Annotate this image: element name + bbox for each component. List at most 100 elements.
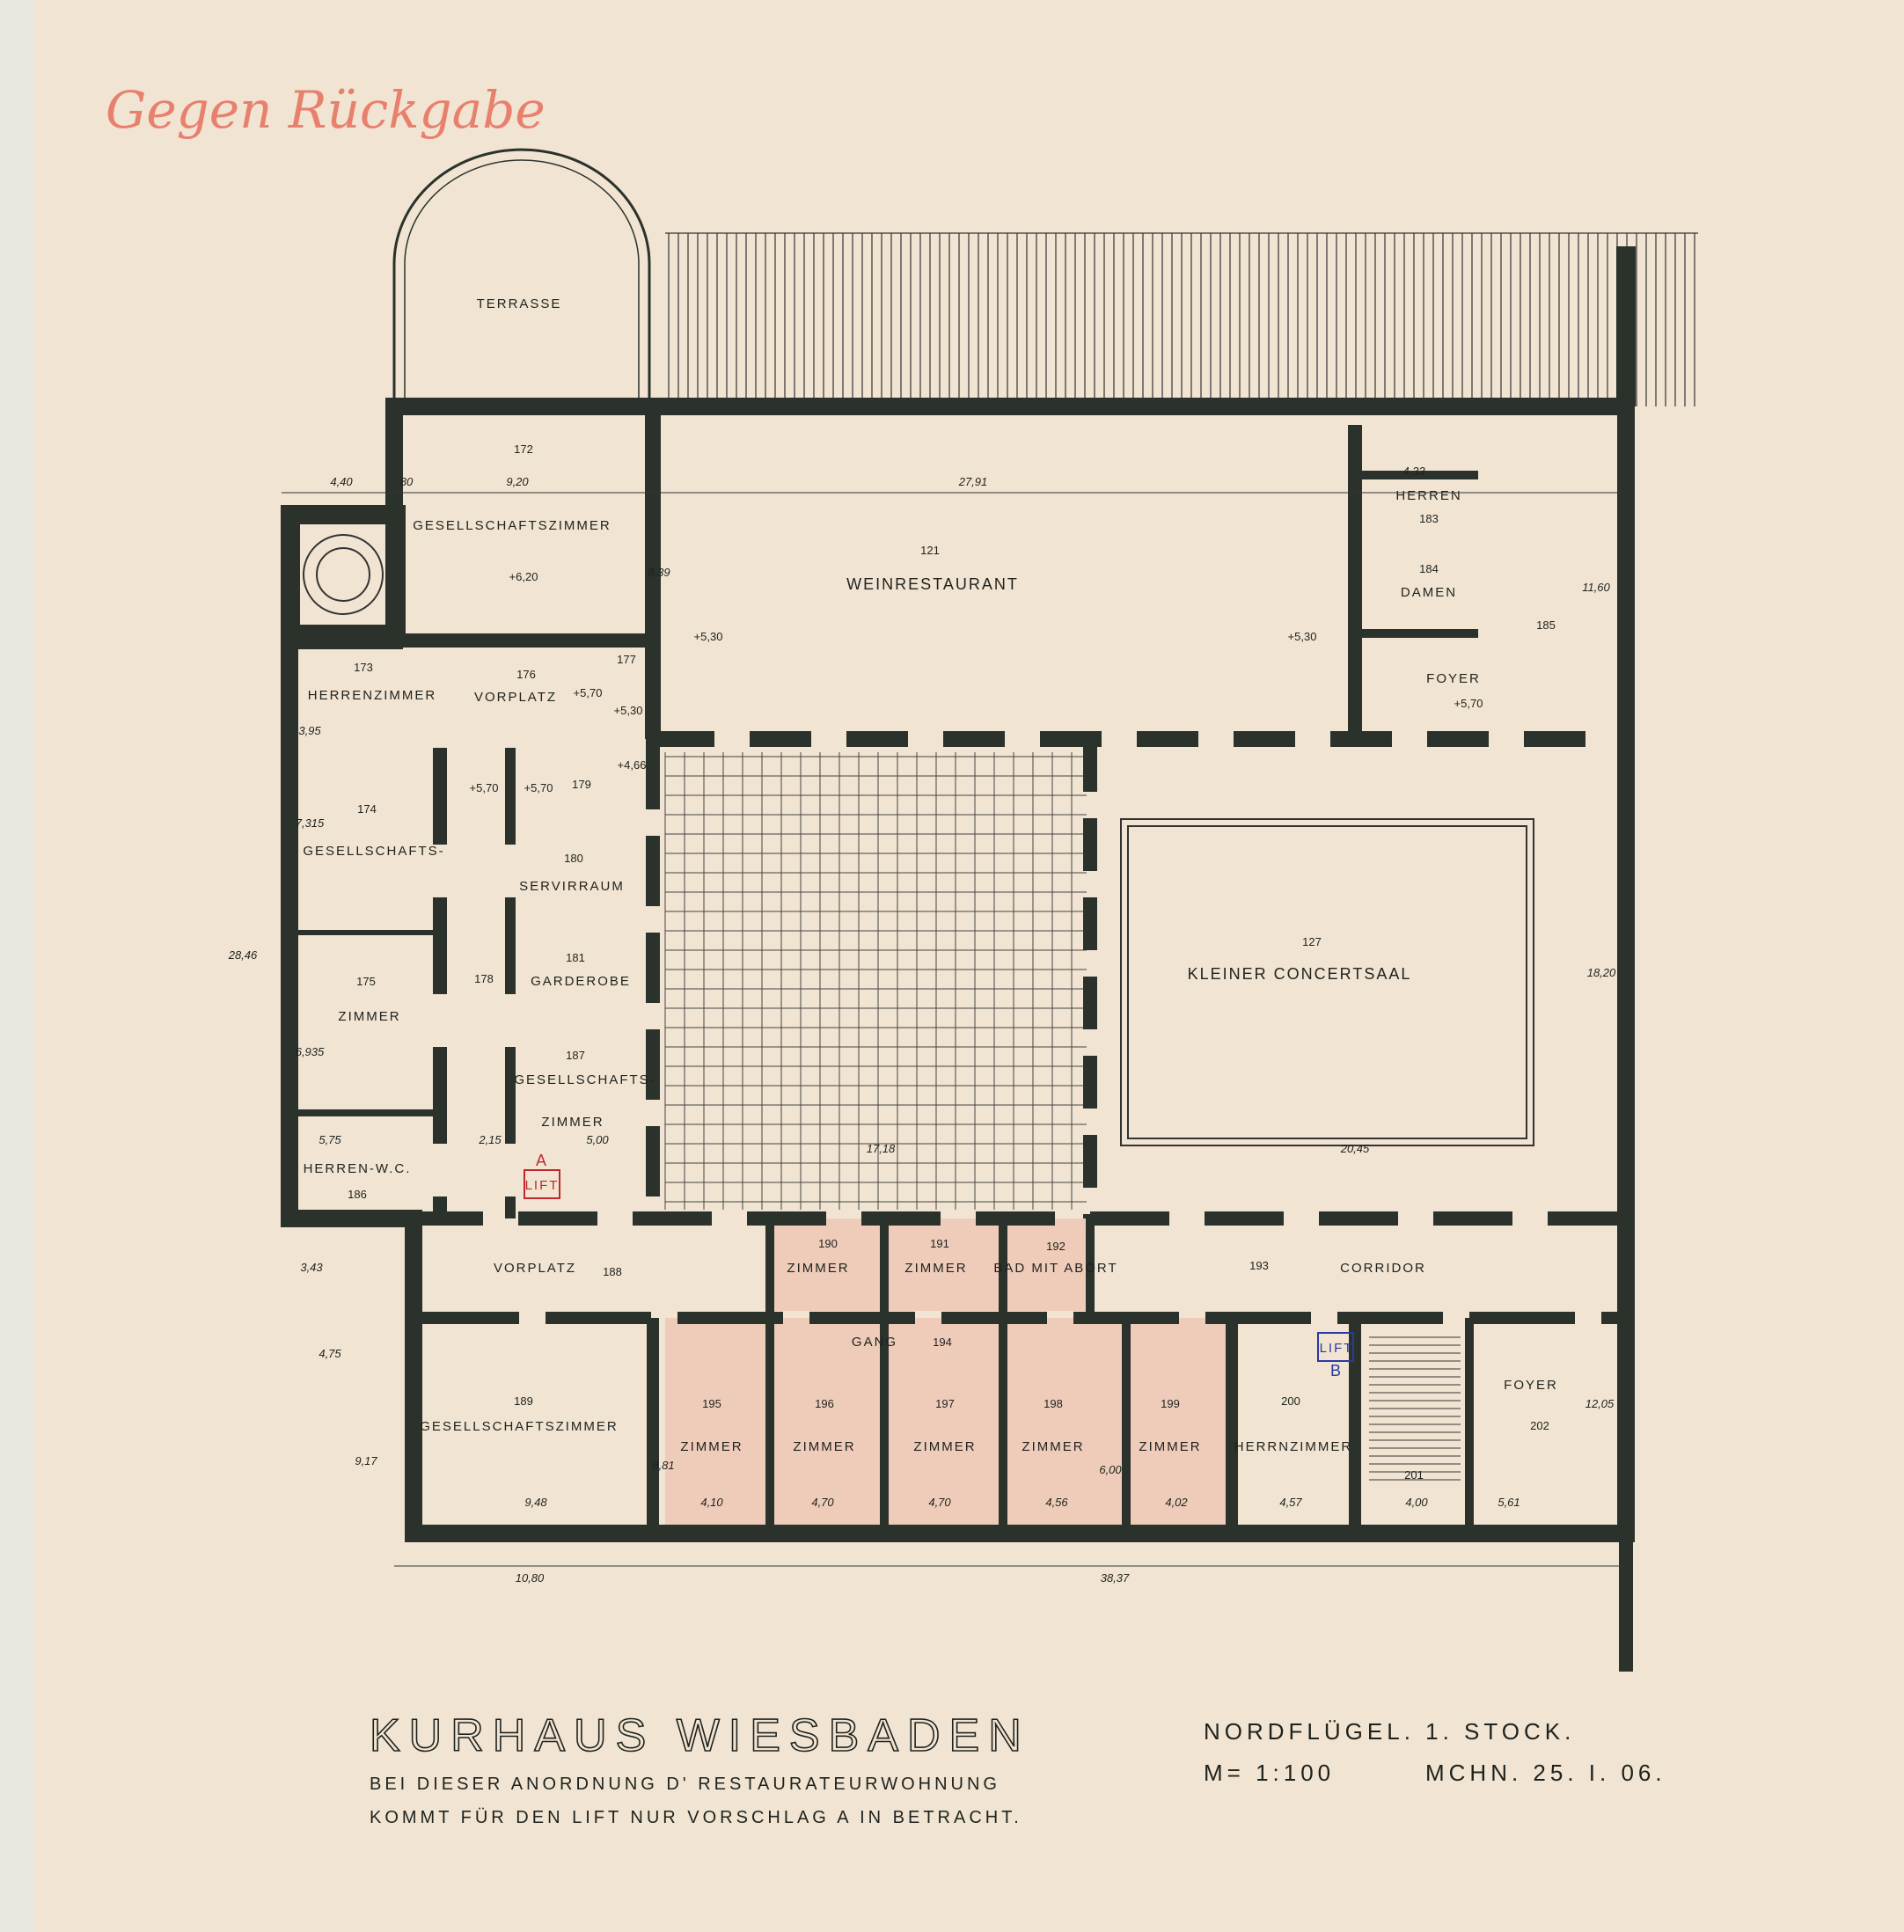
dimension: 6,935	[296, 1045, 325, 1058]
dimension: 8,39	[648, 566, 670, 579]
room-number: 121	[920, 544, 940, 557]
room-number: 180	[564, 852, 583, 865]
walls	[281, 246, 1636, 1672]
room-level: +5,70	[470, 781, 499, 794]
stairs-b	[1369, 1336, 1461, 1481]
room-number: 199	[1161, 1397, 1180, 1410]
drawing-title: KURHAUS WIESBADEN	[370, 1710, 1030, 1761]
dimension: 3,43	[300, 1261, 323, 1274]
room-number: 201	[1404, 1468, 1424, 1482]
dimension: 4,70	[928, 1496, 951, 1509]
room-number: 190	[818, 1237, 838, 1250]
room-number: 192	[1046, 1240, 1066, 1253]
dimension: 8,81	[652, 1459, 674, 1472]
room-number: 194	[933, 1336, 952, 1349]
room-level: +5,70	[574, 686, 603, 699]
room-number: 193	[1249, 1259, 1269, 1272]
dimension: 11,60	[1582, 581, 1610, 594]
dimension: 9,20	[506, 475, 529, 488]
room-name: ZIMMER	[541, 1115, 604, 1130]
room-name: HERRNZIMMER	[1234, 1439, 1353, 1454]
room-name: GARDEROBE	[531, 974, 631, 989]
room-number: 173	[354, 661, 373, 674]
lift-a-label: LIFT	[525, 1178, 560, 1193]
room-number: 176	[516, 668, 536, 681]
room-level: +4,66	[618, 758, 647, 772]
room-name: GANG	[852, 1335, 897, 1350]
room-number: 175	[356, 975, 376, 988]
room-number: 197	[935, 1397, 955, 1410]
room-name: VORPLATZ	[494, 1261, 576, 1276]
room-level: +5,70	[524, 781, 553, 794]
room-number: 198	[1044, 1397, 1063, 1410]
room-name: DAMEN	[1401, 585, 1457, 600]
room-number: 191	[930, 1237, 949, 1250]
lift-b-label: LIFT	[1320, 1341, 1354, 1356]
handwritten-note: Gegen Rückgabe	[106, 80, 546, 140]
room-number: 195	[702, 1397, 721, 1410]
dimension: 3,95	[298, 724, 321, 737]
lift-a-mark: A	[536, 1152, 548, 1169]
room-name: VORPLATZ	[474, 690, 557, 705]
room-name: BAD MIT ABORT	[993, 1261, 1117, 1276]
roof-hatching	[665, 232, 1698, 406]
dimension: 6,00	[1099, 1463, 1122, 1476]
room-name: SERVIRRAUM	[519, 879, 625, 894]
dimension: 2,15	[478, 1133, 502, 1146]
room-number: 184	[1419, 562, 1439, 575]
room-name: HERRENZIMMER	[308, 688, 437, 703]
dimension: 80	[400, 475, 414, 488]
dimension: 18,20	[1587, 966, 1616, 979]
room-name: ZIMMER	[913, 1439, 976, 1454]
dimension: 10,80	[516, 1571, 545, 1584]
note-line-2: KOMMT FÜR DEN LIFT NUR VORSCHLAG A IN BE…	[370, 1808, 1022, 1827]
room-name: FOYER	[1426, 671, 1481, 686]
room-name: WEINRESTAURANT	[846, 575, 1019, 593]
room-name: GESELLSCHAFTSZIMMER	[420, 1419, 619, 1434]
dimension: 4,57	[1279, 1496, 1302, 1509]
room-name: FOYER	[1504, 1378, 1558, 1393]
room-level: +5,70	[1454, 697, 1483, 710]
room-name: GESELLSCHAFTS-	[514, 1072, 655, 1087]
terrace	[392, 148, 651, 406]
note-line-1: BEI DIESER ANORDNUNG D' RESTAURATEURWOHN…	[370, 1775, 1000, 1794]
dimension-labels: 4,40 80 9,20 8,39 27,91 4,33 11,60 3,95 …	[228, 465, 1626, 1584]
room-number: 189	[514, 1394, 533, 1408]
dimension: 4,00	[1405, 1496, 1428, 1509]
room-number: 185	[1536, 618, 1556, 632]
room-level: +5,30	[694, 630, 723, 643]
room-name: GESELLSCHAFTSZIMMER	[413, 518, 611, 533]
room-labels: TERRASSE 172 GESELLSCHAFTSZIMMER +6,20 1…	[303, 296, 1558, 1482]
room-number: 188	[603, 1265, 622, 1278]
room-name: ZIMMER	[338, 1009, 400, 1024]
dimension: 4,40	[330, 475, 353, 488]
room-level: +5,30	[614, 704, 643, 717]
lift-a-box	[524, 1169, 560, 1199]
dimension: 17,18	[867, 1142, 896, 1155]
room-number: 127	[1302, 935, 1322, 948]
dimension: 4,33	[1402, 465, 1425, 478]
dimension: 4,56	[1045, 1496, 1068, 1509]
title-block: KURHAUS WIESBADEN BEI DIESER ANORDNUNG D…	[369, 1709, 1661, 1827]
dimension: 20,45	[1340, 1142, 1370, 1155]
room-number: 174	[357, 802, 377, 816]
room-name: ZIMMER	[787, 1261, 849, 1276]
room-name: GESELLSCHAFTS-	[303, 844, 444, 859]
dimension: 4,75	[319, 1347, 341, 1360]
lift-b-box	[1317, 1332, 1354, 1362]
dimension: 4,10	[700, 1496, 723, 1509]
concert-hall-outline	[1120, 818, 1534, 1146]
room-number: 202	[1530, 1419, 1549, 1432]
room-number: 196	[815, 1397, 834, 1410]
room-name: CORRIDOR	[1340, 1261, 1426, 1276]
room-name: KLEINER CONCERTSAAL	[1188, 965, 1412, 983]
dimension: 5,00	[586, 1133, 609, 1146]
room-number: 177	[617, 653, 636, 666]
dimension: 12,05	[1585, 1397, 1615, 1410]
stair-tower	[303, 534, 384, 615]
room-number: 172	[514, 443, 533, 456]
dimension: 4,70	[811, 1496, 834, 1509]
room-number: 179	[572, 778, 591, 791]
room-level: +5,30	[1288, 630, 1317, 643]
